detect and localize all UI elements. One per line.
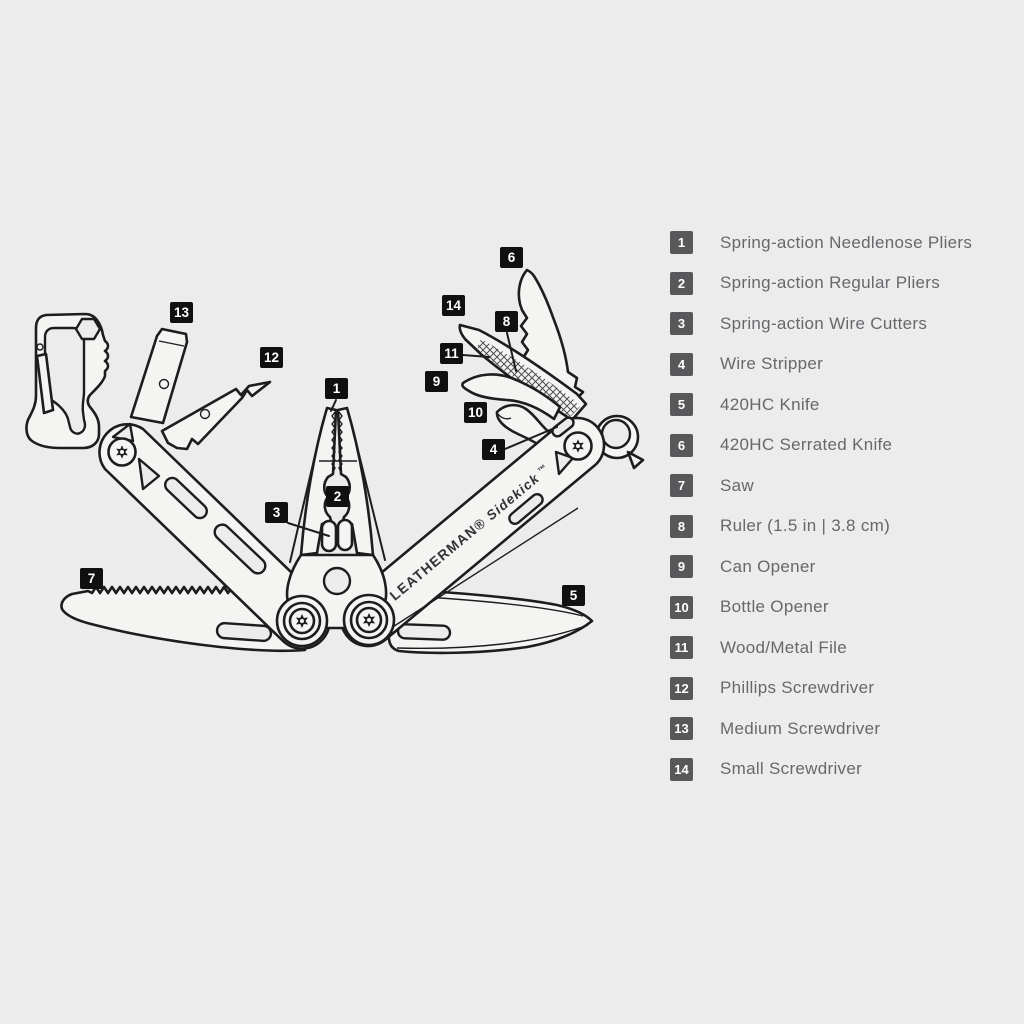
- diagram-callout-13: 13: [170, 302, 193, 323]
- legend-item: 6 420HC Serrated Knife: [670, 433, 972, 457]
- diagram-callout-8: 8: [495, 311, 518, 332]
- legend: 1 Spring-action Needlenose Pliers 2 Spri…: [670, 231, 972, 798]
- legend-item: 11 Wood/Metal File: [670, 636, 972, 659]
- callout-leader-lines: [287, 332, 558, 537]
- diagram-callout-11: 11: [440, 343, 463, 364]
- right-pivot-screw: [565, 433, 592, 460]
- diagram-callout-2: 2: [326, 486, 349, 507]
- legend-item-label: Spring-action Needlenose Pliers: [720, 232, 973, 252]
- legend-number-badge: 11: [670, 636, 693, 659]
- legend-item-label: Can Opener: [720, 556, 816, 576]
- medium-screwdriver-drawing: [129, 327, 189, 425]
- carabiner-gate: [35, 352, 55, 415]
- legend-item: 8 Ruler (1.5 in | 3.8 cm): [670, 514, 972, 538]
- legend-number-badge: 6: [670, 433, 693, 457]
- legend-item-label: 420HC Knife: [720, 394, 820, 414]
- legend-item: 14 Small Screwdriver: [670, 757, 972, 781]
- legend-item-label: Bottle Opener: [720, 597, 829, 616]
- wire-cutter-right: [336, 518, 354, 552]
- legend-number-badge: 8: [670, 514, 693, 538]
- knife-pivot-screw: [351, 602, 387, 638]
- diagram-callout-6: 6: [500, 247, 523, 268]
- carabiner-clip-drawing: [25, 312, 110, 450]
- legend-item: 1 Spring-action Needlenose Pliers: [670, 231, 972, 254]
- legend-item-label: Ruler (1.5 in | 3.8 cm): [720, 516, 891, 535]
- legend-number-badge: 5: [670, 393, 693, 416]
- legend-number-badge: 1: [670, 231, 693, 254]
- diagram-callout-14: 14: [442, 295, 465, 316]
- saw-pivot-screw: [284, 603, 320, 639]
- legend-item: 4 Wire Stripper: [670, 352, 972, 376]
- legend-item-label: Phillips Screwdriver: [720, 678, 875, 697]
- legend-number-badge: 12: [670, 676, 693, 700]
- diagram-callout-3: 3: [265, 502, 288, 523]
- legend-item: 10 Bottle Opener: [670, 595, 972, 619]
- legend-number-badge: 13: [670, 717, 693, 740]
- legend-item: 3 Spring-action Wire Cutters: [670, 312, 972, 335]
- diagram-callout-10: 10: [464, 402, 487, 423]
- legend-item: 9 Can Opener: [670, 555, 972, 578]
- legend-item-label: Small Screwdriver: [720, 759, 863, 778]
- legend-item-label: Wire Stripper: [720, 354, 824, 373]
- legend-number-badge: 14: [670, 757, 693, 781]
- legend-number-badge: 10: [670, 595, 693, 619]
- legend-item-label: Medium Screwdriver: [720, 718, 881, 738]
- can-opener-drawing: [461, 373, 562, 421]
- legend-item: 12 Phillips Screwdriver: [670, 676, 972, 700]
- legend-number-badge: 7: [670, 474, 693, 497]
- diagram-callout-1: 1: [325, 378, 348, 399]
- legend-number-badge: 2: [670, 271, 693, 295]
- handle-brand-text: LEATHERMAN® Sidekick ™: [386, 461, 553, 604]
- left-pivot-screw: [109, 439, 136, 466]
- legend-item-label: Spring-action Wire Cutters: [720, 313, 928, 333]
- knife-drawing: [387, 587, 594, 655]
- diagram-callout-5: 5: [562, 585, 585, 606]
- diagram-callout-4: 4: [482, 439, 505, 460]
- legend-number-badge: 9: [670, 555, 693, 578]
- diagram-callout-7: 7: [80, 568, 103, 589]
- phillips-screwdriver-drawing: [160, 380, 272, 451]
- legend-item: 5 420HC Knife: [670, 393, 972, 416]
- legend-item-label: Saw: [720, 475, 754, 495]
- legend-item: 13 Medium Screwdriver: [670, 717, 972, 740]
- carabiner-hex-cutout: [74, 317, 102, 341]
- left-handle-drawing: [98, 422, 331, 650]
- legend-item: 7 Saw: [670, 474, 972, 497]
- pliers-drawing: [275, 406, 396, 648]
- legend-item: 2 Spring-action Regular Pliers: [670, 271, 972, 295]
- diagram-callout-12: 12: [260, 347, 283, 368]
- legend-number-badge: 4: [670, 352, 693, 376]
- legend-item-label: Wood/Metal File: [720, 637, 848, 657]
- legend-number-badge: 3: [670, 312, 693, 335]
- diagram-callout-9: 9: [425, 371, 448, 392]
- legend-item-label: 420HC Serrated Knife: [720, 435, 893, 454]
- legend-item-label: Spring-action Regular Pliers: [720, 273, 941, 292]
